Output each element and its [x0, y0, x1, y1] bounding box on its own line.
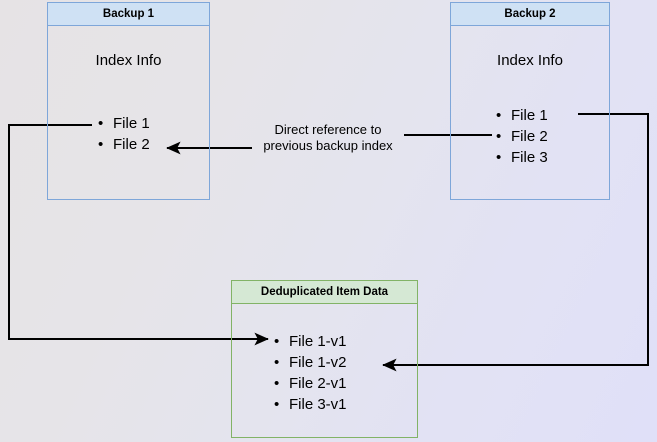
- node-backup2-header: Backup 2: [451, 3, 609, 26]
- edge-label-direct-reference: Direct reference to previous backup inde…: [253, 122, 403, 154]
- list-item: File 3-v1: [274, 394, 347, 415]
- edge-label-line-1: Direct reference to: [274, 122, 382, 137]
- list-item: File 2: [98, 134, 150, 155]
- list-item: File 1: [98, 113, 150, 134]
- node-backup2[interactable]: Backup 2 Index Info File 1 File 2 File 3: [450, 2, 610, 200]
- list-item: File 1-v2: [274, 352, 347, 373]
- list-item: File 1-v1: [274, 331, 347, 352]
- edge-label-line-2: previous backup index: [263, 138, 393, 153]
- list-item: File 1: [496, 105, 548, 126]
- node-backup2-body: Index Info File 1 File 2 File 3: [451, 26, 609, 199]
- node-backup2-file-list: File 1 File 2 File 3: [496, 105, 548, 168]
- node-backup1-header: Backup 1: [48, 3, 209, 26]
- node-deduplicated-item-data[interactable]: Deduplicated Item Data File 1-v1 File 1-…: [231, 280, 418, 438]
- node-backup1-subtitle: Index Info: [95, 52, 162, 69]
- node-dedup-header: Deduplicated Item Data: [232, 281, 417, 304]
- list-item: File 2-v1: [274, 373, 347, 394]
- list-item: File 2: [496, 126, 548, 147]
- node-backup1-body: Index Info File 1 File 2: [48, 26, 209, 199]
- node-backup2-subtitle: Index Info: [497, 52, 563, 69]
- node-dedup-file-list: File 1-v1 File 1-v2 File 2-v1 File 3-v1: [274, 331, 347, 415]
- list-item: File 3: [496, 147, 548, 168]
- node-backup1-file-list: File 1 File 2: [98, 113, 150, 155]
- node-backup1[interactable]: Backup 1 Index Info File 1 File 2: [47, 2, 210, 200]
- node-dedup-body: File 1-v1 File 1-v2 File 2-v1 File 3-v1: [232, 304, 417, 437]
